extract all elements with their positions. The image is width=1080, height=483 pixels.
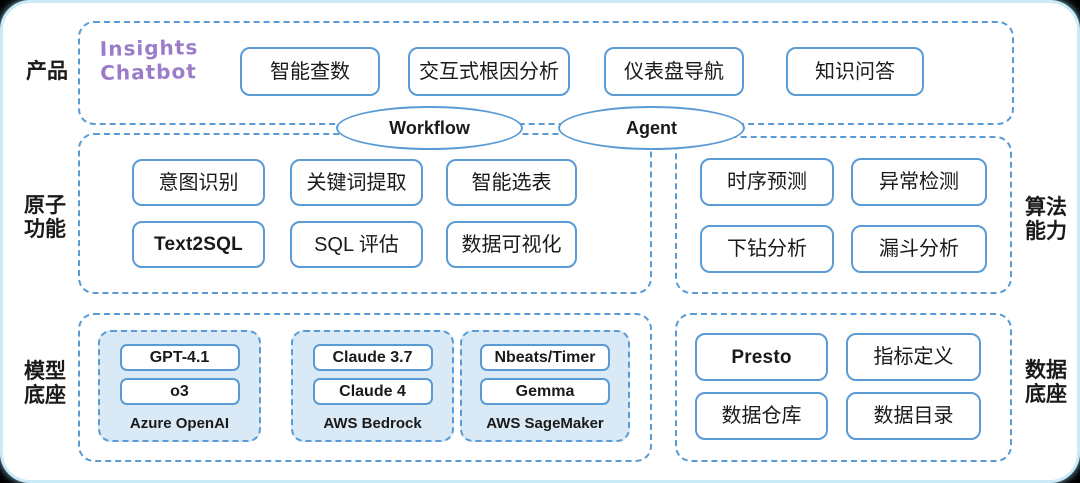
node-keyword-extraction: 关键词提取 — [290, 159, 423, 206]
oval-agent: Agent — [558, 106, 745, 150]
node-intent-recognition: 意图识别 — [132, 159, 265, 206]
logo-line2: Chatbot — [100, 59, 198, 85]
node-data-warehouse: 数据仓库 — [695, 392, 828, 440]
node-gpt-4-1: GPT-4.1 — [119, 344, 240, 371]
node-drilldown-analysis: 下钻分析 — [700, 225, 834, 273]
node-intelligent-query: 智能查数 — [240, 47, 380, 96]
group-label-aws-sagemaker: AWS SageMaker — [486, 415, 604, 432]
group-aws-bedrock: Claude 3.7 Claude 4 AWS Bedrock — [291, 330, 454, 442]
node-claude-3-7: Claude 3.7 — [312, 344, 433, 371]
node-anomaly-detection: 异常检测 — [851, 158, 987, 206]
node-time-series-forecast: 时序预测 — [700, 158, 834, 206]
region-model-base — [78, 313, 652, 462]
label-data-line1: 数据 — [1025, 359, 1067, 382]
region-data-base — [675, 313, 1012, 462]
label-product: 产品 — [26, 60, 68, 83]
group-label-azure-openai: Azure OpenAI — [129, 415, 230, 432]
label-model-line2: 底座 — [24, 384, 66, 407]
node-knowledge-qa: 知识问答 — [786, 47, 924, 96]
node-o3: o3 — [119, 378, 240, 405]
oval-workflow: Workflow — [336, 106, 523, 150]
node-funnel-analysis: 漏斗分析 — [851, 225, 987, 273]
node-data-catalog: 数据目录 — [846, 392, 981, 440]
region-product — [78, 21, 1014, 125]
insights-chatbot-logo: Insights Chatbot — [100, 35, 199, 85]
region-atomic-functions — [78, 133, 652, 294]
label-data-base: 数据 底座 — [1016, 359, 1076, 407]
label-atomic-line1: 原子 — [24, 194, 66, 217]
group-aws-sagemaker: Nbeats/Timer Gemma AWS SageMaker — [460, 330, 630, 442]
label-atomic-functions: 原子 功能 — [15, 194, 75, 242]
label-data-line2: 底座 — [1025, 383, 1067, 406]
label-model-line1: 模型 — [24, 360, 66, 383]
label-algo-line1: 算法 — [1025, 196, 1067, 219]
node-claude-4: Claude 4 — [312, 378, 433, 405]
logo-line1: Insights — [99, 35, 199, 61]
group-label-aws-bedrock: AWS Bedrock — [323, 415, 422, 432]
node-interactive-root-cause-analysis: 交互式根因分析 — [408, 47, 570, 96]
label-algo-line2: 能力 — [1025, 220, 1067, 243]
node-sql-evaluation: SQL 评估 — [290, 221, 423, 268]
node-dashboard-navigation: 仪表盘导航 — [604, 47, 744, 96]
node-text2sql: Text2SQL — [132, 221, 265, 268]
node-gemma: Gemma — [480, 378, 610, 405]
label-model-base: 模型 底座 — [15, 360, 75, 408]
region-algorithm-capability — [675, 136, 1012, 294]
node-presto: Presto — [695, 333, 828, 381]
node-metric-definition: 指标定义 — [846, 333, 981, 381]
label-atomic-line2: 功能 — [24, 218, 66, 241]
group-azure-openai: GPT-4.1 o3 Azure OpenAI — [98, 330, 261, 442]
node-smart-table-selection: 智能选表 — [446, 159, 577, 206]
node-nbeats-timer: Nbeats/Timer — [480, 344, 610, 371]
node-data-visualization: 数据可视化 — [446, 221, 577, 268]
label-algorithm-capability: 算法 能力 — [1016, 196, 1076, 244]
